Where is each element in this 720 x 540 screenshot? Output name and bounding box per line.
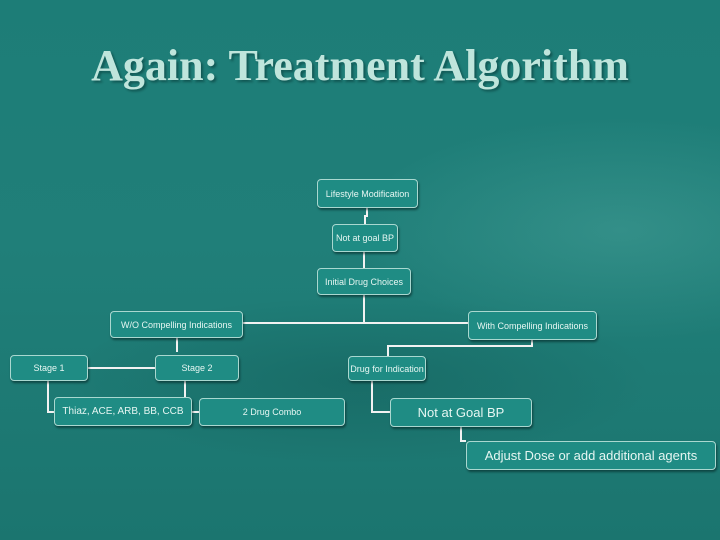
node-with-compelling-indications: With Compelling Indications bbox=[468, 311, 597, 340]
node-not-at-goal-bp-2: Not at Goal BP bbox=[390, 398, 532, 427]
node-2-drug-combo: 2 Drug Combo bbox=[199, 398, 345, 426]
node-wo-compelling-indications: W/O Compelling Indications bbox=[110, 311, 243, 338]
node-stage-1: Stage 1 bbox=[10, 355, 88, 381]
connector-lifestyle-to-notgoal bbox=[364, 208, 368, 224]
node-lifestyle-modification: Lifestyle Modification bbox=[317, 179, 418, 208]
connector-drug-to-notgoal bbox=[371, 381, 390, 413]
connector-with-to-drug bbox=[387, 340, 533, 356]
node-not-at-goal-bp: Not at goal BP bbox=[332, 224, 398, 252]
connector-initial-to-branches bbox=[243, 295, 468, 324]
node-initial-drug-choices: Initial Drug Choices bbox=[317, 268, 411, 295]
node-drug-for-indication: Drug for Indication bbox=[348, 356, 426, 381]
connector-stage1-to-thiaz bbox=[47, 381, 54, 413]
connector-wo-to-stages bbox=[88, 338, 178, 369]
connector-notgoal-to-adjust bbox=[460, 427, 466, 442]
node-thiaz-ace-arb-bb-ccb: Thiaz, ACE, ARB, BB, CCB bbox=[54, 397, 192, 426]
slide-title: Again: Treatment Algorithm bbox=[91, 41, 629, 90]
node-stage-2: Stage 2 bbox=[155, 355, 239, 381]
node-adjust-dose: Adjust Dose or add additional agents bbox=[466, 441, 716, 470]
